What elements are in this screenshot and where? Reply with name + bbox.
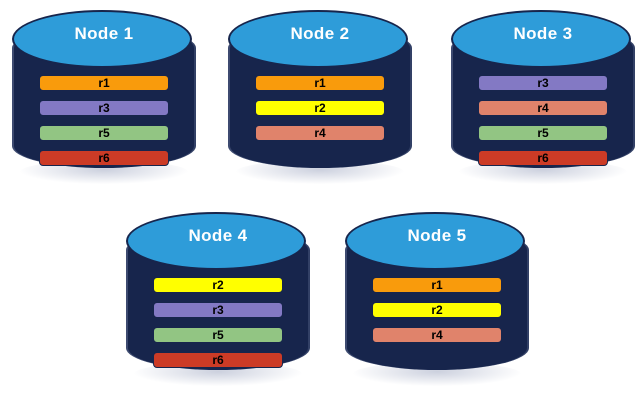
replica-bar[interactable]: r4 [372, 327, 502, 343]
replica-list: r1 r2 r4 [255, 75, 385, 141]
replica-bar[interactable]: r1 [39, 75, 169, 91]
replica-bar[interactable]: r6 [39, 150, 169, 166]
cylinder-top-ellipse [126, 212, 306, 270]
replica-bar[interactable]: r1 [372, 277, 502, 293]
replica-bar[interactable]: r3 [39, 100, 169, 116]
replica-list: r1 r3 r5 r6 [39, 75, 169, 166]
replica-bar[interactable]: r5 [478, 125, 608, 141]
replica-bar[interactable]: r5 [153, 327, 283, 343]
replica-bar[interactable]: r3 [153, 302, 283, 318]
replica-bar[interactable]: r2 [255, 100, 385, 116]
replica-list: r1 r2 r4 [372, 277, 502, 343]
replica-bar[interactable]: r1 [255, 75, 385, 91]
replica-bar[interactable]: r6 [478, 150, 608, 166]
replica-list: r2 r3 r5 r6 [153, 277, 283, 368]
replica-list: r3 r4 r5 r6 [478, 75, 608, 166]
replica-bar[interactable]: r6 [153, 352, 283, 368]
cylinder-top-ellipse [12, 10, 192, 68]
cylinder-top-ellipse [345, 212, 525, 270]
replica-bar[interactable]: r4 [478, 100, 608, 116]
replica-bar[interactable]: r2 [153, 277, 283, 293]
cylinder-top-ellipse [228, 10, 408, 68]
replica-bar[interactable]: r2 [372, 302, 502, 318]
cylinder-top-ellipse [451, 10, 631, 68]
replica-bar[interactable]: r3 [478, 75, 608, 91]
replica-bar[interactable]: r5 [39, 125, 169, 141]
replica-bar[interactable]: r4 [255, 125, 385, 141]
